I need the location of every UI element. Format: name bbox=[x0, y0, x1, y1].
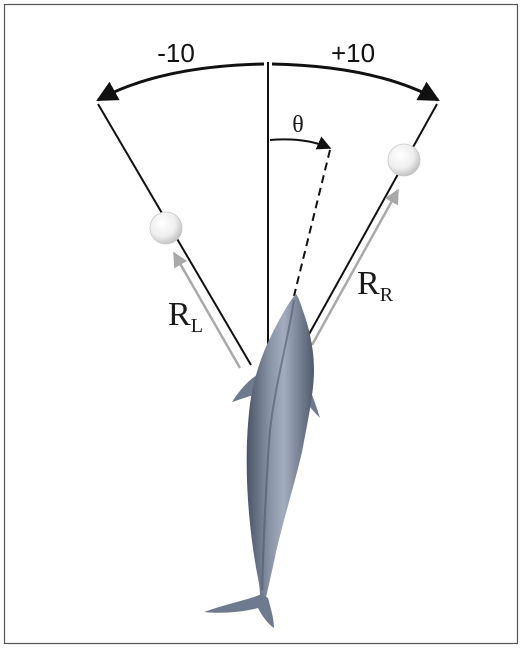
theta-label: θ bbox=[292, 112, 304, 138]
left-angle-label: -10 bbox=[157, 38, 195, 68]
left-sphere-icon bbox=[150, 212, 182, 244]
right-angle-label: +10 bbox=[331, 38, 375, 68]
right-sphere-icon bbox=[388, 144, 420, 176]
